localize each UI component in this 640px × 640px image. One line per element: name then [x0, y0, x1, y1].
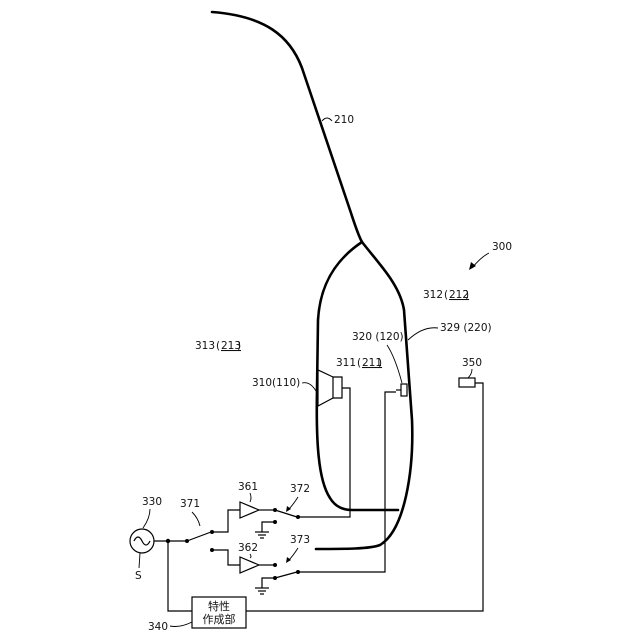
switch-371-arrow	[192, 512, 200, 526]
wire-to-creator	[168, 541, 192, 611]
svg-text:(: (	[216, 340, 220, 352]
source-leader-s	[139, 553, 140, 568]
ground-362-wire	[262, 578, 275, 588]
terminal-element	[459, 378, 475, 387]
amp-362-leader	[250, 554, 251, 558]
amp-362-triangle	[240, 557, 259, 573]
switch-372-pivot	[296, 515, 300, 519]
amp-361-triangle	[240, 502, 259, 518]
switch-373-blade	[275, 572, 297, 578]
svg-text:(: (	[357, 357, 361, 369]
space-outer-label: 312 ( 212 )	[423, 289, 469, 301]
source-label: 330	[142, 496, 162, 508]
mic-label: 320 (120)	[352, 331, 404, 343]
svg-text:312: 312	[423, 289, 443, 301]
switch-373-arrowhead	[286, 557, 291, 563]
speaker-label: 310(110)	[252, 377, 300, 389]
speaker-leader	[302, 383, 316, 391]
svg-text:): )	[465, 289, 469, 301]
wire-speaker	[298, 388, 350, 517]
ground-362-icon	[255, 588, 269, 594]
svg-text:): )	[237, 340, 241, 352]
wire-371-bot	[212, 550, 240, 565]
switch-372-blade	[275, 510, 297, 517]
creator-line1: 特性	[208, 599, 230, 613]
ear-outer-contour	[317, 242, 398, 510]
source-s-label: S	[135, 570, 142, 582]
space-left-label: 313 ( 213 )	[195, 340, 241, 352]
switch-372-arrowhead	[286, 506, 291, 512]
ear-right-contour	[316, 242, 412, 549]
ground-361-wire	[262, 522, 275, 532]
space-inner-label: 311 ( 211 )	[336, 357, 382, 369]
hose-line	[212, 12, 362, 242]
amp-361-label: 361	[238, 481, 258, 493]
wall-leader	[408, 328, 438, 340]
wall-label: 329 (220)	[440, 322, 492, 334]
terminal-leader	[468, 369, 472, 378]
wire-371-top	[212, 510, 240, 532]
switch-372-label: 372	[290, 483, 310, 495]
amp-361-leader	[250, 493, 251, 502]
creator-line2: 作成部	[203, 612, 236, 626]
creator-leader	[170, 622, 192, 627]
switch-373-pivot	[296, 570, 300, 574]
speaker-icon	[333, 377, 342, 398]
amp-362-label: 362	[238, 542, 258, 554]
sine-icon	[134, 537, 150, 545]
hose-label: 210	[334, 114, 354, 126]
ground-361-icon	[255, 532, 269, 538]
svg-text:311: 311	[336, 357, 356, 369]
device-arrowhead	[469, 262, 476, 270]
svg-text:(: (	[444, 289, 448, 301]
creator-label: 340	[148, 621, 168, 633]
svg-text:313: 313	[195, 340, 215, 352]
switch-373-label: 373	[290, 534, 310, 546]
switch-371-label: 371	[180, 498, 200, 510]
switch-373-contact-a	[273, 563, 277, 567]
mic-element	[401, 384, 407, 396]
hose-leader	[322, 118, 332, 121]
speaker-cone	[318, 370, 333, 406]
device-label: 300	[492, 241, 512, 253]
source-leader	[143, 509, 150, 528]
switch-371-blade	[187, 532, 211, 541]
mic-leader	[387, 345, 402, 383]
terminal-label: 350	[462, 357, 482, 369]
svg-text:): )	[378, 357, 382, 369]
